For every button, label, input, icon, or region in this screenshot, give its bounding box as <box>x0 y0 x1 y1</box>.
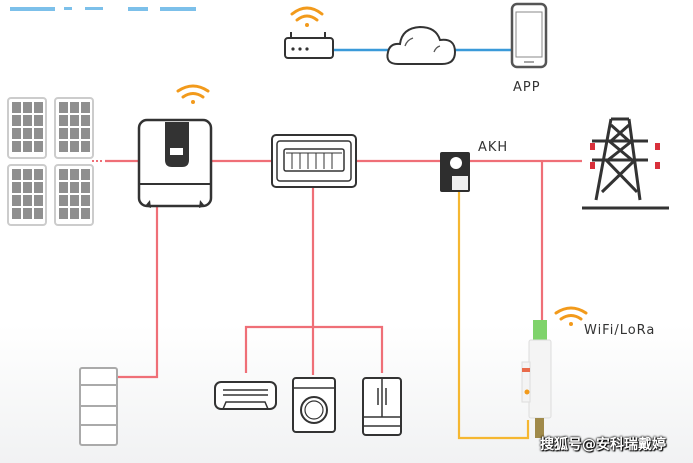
pv-panel <box>7 164 47 226</box>
pv-dotted-end <box>92 160 102 162</box>
ct-meter-signal-line <box>457 192 530 440</box>
pv-panel <box>54 97 94 159</box>
meter-wifi-icon <box>554 306 588 326</box>
app-label: APP <box>513 80 541 95</box>
pv-panel <box>7 97 47 159</box>
washing-machine-icon <box>292 377 336 433</box>
inverter-wifi-icon <box>176 84 210 104</box>
refrigerator-icon <box>362 377 402 436</box>
inverter-battery-line <box>118 205 159 379</box>
phone-icon <box>510 2 548 69</box>
battery-icon <box>79 367 118 446</box>
loads-branch-line <box>244 325 384 373</box>
pv-panel <box>54 164 94 226</box>
wifi-icon <box>290 6 324 27</box>
insulator-icons <box>590 143 660 169</box>
ct-sensor-icon <box>440 152 470 192</box>
pv-panels-icon <box>7 97 94 226</box>
inverter-icon <box>137 118 213 208</box>
grid-tower-icon <box>582 117 669 210</box>
ct-label: AKH <box>478 140 509 155</box>
distribution-box-icon <box>271 134 357 188</box>
meter-comm-label: WiFi/LoRa <box>584 323 656 338</box>
router-icon <box>284 32 334 59</box>
header-title-fragment <box>0 0 250 11</box>
air-conditioner-icon <box>214 381 277 410</box>
watermark: 搜狐号@安科瑞戴婷 <box>540 437 666 453</box>
energy-meter-icon <box>521 320 552 438</box>
cloud-icon <box>386 25 457 65</box>
